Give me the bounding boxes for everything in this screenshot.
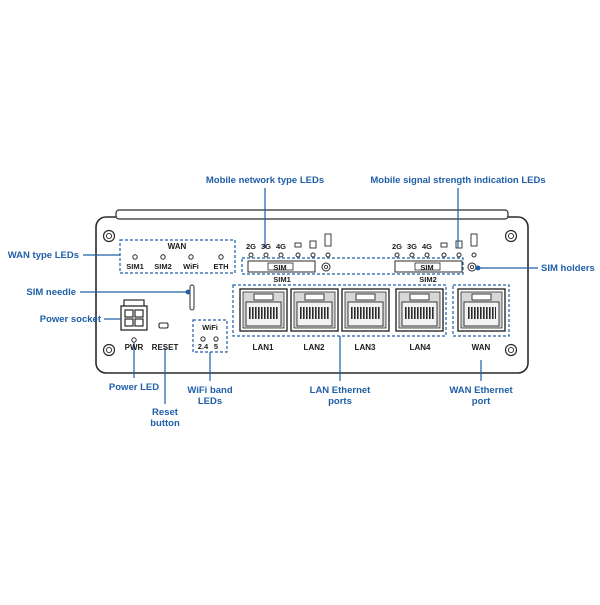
lan4-port[interactable]: [395, 288, 444, 332]
sim-eject-icon: [321, 262, 331, 272]
wan-led-label: SIM2: [154, 262, 172, 271]
screw-icon: [102, 229, 116, 243]
screw-icon: [504, 343, 518, 357]
power-led-callout: Power LED: [108, 382, 160, 393]
power-led: [131, 337, 137, 343]
wifi-led-24: [200, 336, 206, 342]
lan-port-label: LAN3: [354, 343, 376, 352]
sim1-type-label: 3G: [260, 242, 272, 251]
wan-led-label: SIM1: [126, 262, 144, 271]
wan-led-label: ETH: [213, 262, 229, 271]
mobile-network-type-leds-callout: Mobile network type LEDs: [205, 175, 325, 186]
sim2-slot-label: SIM: [420, 263, 434, 272]
lan-port-label: LAN1: [252, 343, 274, 352]
wan-group-title: WAN: [167, 242, 187, 251]
sim-eject-icon: [467, 262, 477, 272]
lan1-port[interactable]: [239, 288, 288, 332]
wifi-band-leds-callout: WiFi band LEDs: [187, 385, 233, 407]
sim1-label: SIM1: [273, 275, 291, 284]
sim2-slot[interactable]: [394, 260, 463, 273]
sim1-slot[interactable]: [247, 260, 316, 273]
screw-icon: [504, 229, 518, 243]
sim1-slot-label: SIM: [273, 263, 287, 272]
callout-lines: [80, 188, 538, 404]
wan-led-dots: [132, 254, 224, 260]
sim1-led-dots: [248, 252, 331, 258]
screw-icon: [102, 343, 116, 357]
pwr-label: PWR: [124, 343, 144, 352]
wifi-group-title: WiFi: [202, 323, 218, 332]
wan-type-leds-callout: WAN type LEDs: [7, 250, 79, 261]
reset-button[interactable]: [158, 322, 169, 329]
wan-ethernet-port-callout: WAN Ethernet port: [449, 385, 513, 407]
wan-port[interactable]: [457, 288, 506, 332]
signal-bar-icon: [440, 233, 478, 249]
sim-area-box: [241, 257, 464, 275]
reset-label: RESET: [151, 343, 179, 352]
sim-needle-callout: SIM needle: [26, 287, 76, 298]
sim2-type-label: 3G: [406, 242, 418, 251]
sim-holders-callout: SIM holders: [541, 263, 595, 274]
lan-port-label: LAN2: [303, 343, 325, 352]
wan-port-label: WAN: [471, 343, 491, 352]
wifi-band-label: 2.4: [197, 342, 209, 351]
wan-port-box: [452, 284, 510, 337]
wan-led-group-box: [119, 239, 236, 274]
sim2-type-label: 2G: [391, 242, 403, 251]
wifi-led-5: [213, 336, 219, 342]
wan-led-label: WiFi: [183, 262, 199, 271]
sim1-type-label: 4G: [275, 242, 287, 251]
sim2-label: SIM2: [419, 275, 437, 284]
sim-needle-slot: [189, 284, 195, 311]
lan3-port[interactable]: [341, 288, 390, 332]
lan-ethernet-ports-callout: LAN Ethernet ports: [309, 385, 371, 407]
router-top-bevel: [115, 209, 509, 220]
wifi-band-label: 5: [213, 342, 219, 351]
sim2-led-dots: [394, 252, 477, 258]
ethernet-ports: [239, 288, 506, 332]
signal-bar-icon: [294, 233, 332, 249]
power-socket-callout: Power socket: [39, 314, 101, 325]
mobile-signal-strength-leds-callout: Mobile signal strength indication LEDs: [370, 175, 546, 186]
lan-port-label: LAN4: [409, 343, 431, 352]
reset-button-callout: Reset button: [150, 407, 180, 429]
sim2-type-label: 4G: [421, 242, 433, 251]
sim1-type-label: 2G: [245, 242, 257, 251]
lan2-port[interactable]: [290, 288, 339, 332]
power-socket[interactable]: [120, 299, 148, 331]
